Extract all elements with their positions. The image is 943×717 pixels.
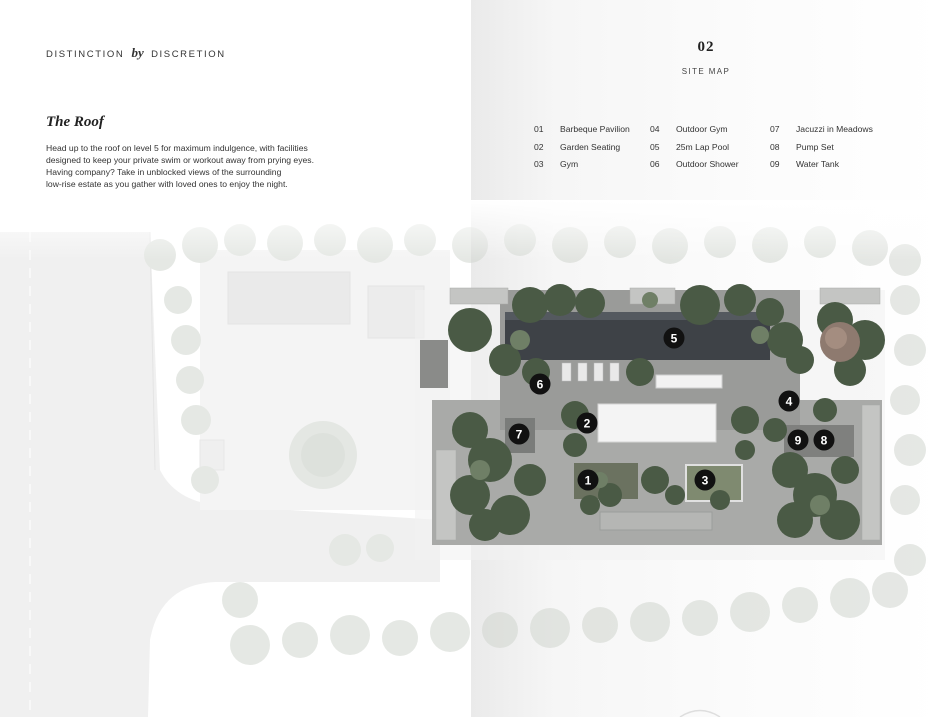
legend-label: Gym: [560, 159, 579, 169]
marker-number: 3: [702, 474, 709, 488]
legend-item: 05 25m Lap Pool: [650, 142, 729, 152]
legend-number: 08: [770, 142, 780, 152]
legend-item: 04 Outdoor Gym: [650, 124, 728, 134]
page-label: SITE MAP: [681, 67, 731, 76]
marker-number: 6: [537, 378, 544, 392]
page-number: 02: [697, 39, 715, 55]
marker-number: 5: [671, 332, 678, 346]
legend-label: Barbeque Pavilion: [560, 124, 630, 134]
legend-label: 25m Lap Pool: [676, 142, 730, 152]
brand-left: DISTINCTION: [46, 49, 125, 60]
marker-9: 9: [787, 429, 809, 451]
road: [0, 232, 440, 717]
marker-number: 2: [584, 417, 591, 431]
marker-7: 7: [508, 423, 530, 445]
brand-mid: by: [131, 45, 144, 60]
legend-number: 04: [650, 124, 660, 134]
legend-number: 07: [770, 124, 780, 134]
marker-number: 4: [786, 395, 793, 409]
legend-item: 02 Garden Seating: [534, 142, 620, 152]
legend-item: 09 Water Tank: [770, 159, 839, 169]
legend-number: 05: [650, 142, 660, 152]
roof-foliage: [448, 284, 885, 541]
legend-label: Water Tank: [796, 159, 839, 169]
marker-number: 9: [795, 434, 802, 448]
legend-item: 08 Pump Set: [770, 142, 834, 152]
brand-wordmark: DISTINCTION by DISCRETION: [46, 45, 226, 61]
body-line: Having company? Take in unblocked views …: [46, 167, 282, 177]
legend-item: 01 Barbeque Pavilion: [534, 124, 630, 134]
legend-number: 06: [650, 159, 660, 169]
body-line: Head up to the roof on level 5 for maxim…: [46, 143, 308, 153]
legend-label: Outdoor Gym: [676, 124, 728, 134]
legend-label: Outdoor Shower: [676, 159, 739, 169]
legend-label: Garden Seating: [560, 142, 621, 152]
legend-item: 03 Gym: [534, 159, 578, 169]
marker-number: 8: [821, 434, 828, 448]
body-line: designed to keep your private swim or wo…: [46, 155, 314, 165]
legend-label: Pump Set: [796, 142, 834, 152]
marker-3: 3: [694, 469, 716, 491]
legend-number: 09: [770, 159, 780, 169]
body-line: low-rise estate as you gather with loved…: [46, 179, 288, 189]
marker-number: 1: [585, 474, 592, 488]
marker-1: 1: [577, 469, 599, 491]
legend-number: 02: [534, 142, 544, 152]
marker-5: 5: [663, 327, 685, 349]
faded-building: [227, 271, 351, 325]
brand-right: DISCRETION: [151, 49, 226, 60]
marker-2: 2: [576, 412, 598, 434]
pavilion-roof: [597, 403, 717, 443]
map-markers: 1 2 3 4 5 6 7 8 9: [508, 327, 835, 491]
site-map: 1 2 3 4 5 6 7 8 9: [0, 200, 943, 717]
section-title: The Roof: [46, 114, 104, 130]
surrounding-context: [0, 224, 926, 717]
marker-8: 8: [813, 429, 835, 451]
section-body: Head up to the roof on level 5 for maxim…: [46, 142, 346, 190]
legend-label: Jacuzzi in Meadows: [796, 124, 873, 134]
marker-4: 4: [778, 390, 800, 412]
legend-item: 06 Outdoor Shower: [650, 159, 739, 169]
legend-item: 07 Jacuzzi in Meadows: [770, 124, 873, 134]
marker-6: 6: [529, 373, 551, 395]
legend-number: 03: [534, 159, 544, 169]
legend-number: 01: [534, 124, 544, 134]
marker-number: 7: [516, 428, 523, 442]
